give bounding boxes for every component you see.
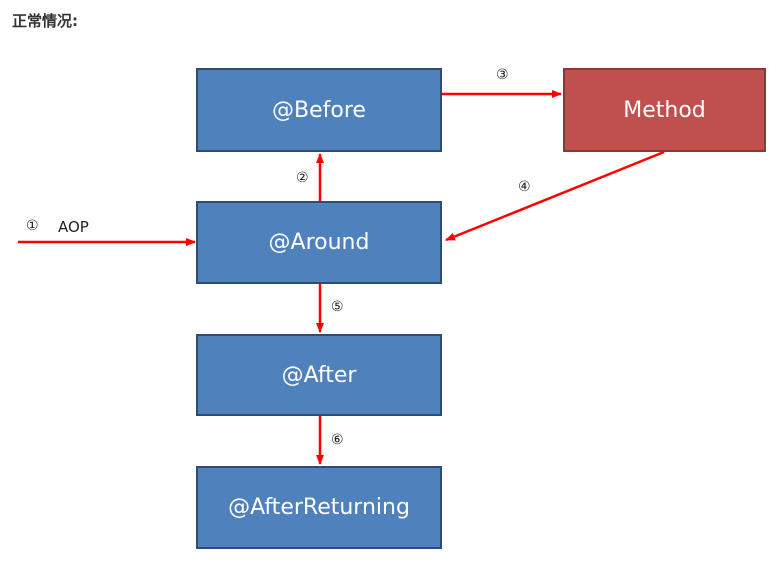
method-label: Method <box>623 97 706 123</box>
step-4-number: ④ <box>518 179 531 195</box>
step-1-label: AOP <box>58 218 89 236</box>
after-label: @After <box>281 362 357 388</box>
after-box: @After <box>196 334 442 416</box>
around-label: @Around <box>268 230 370 255</box>
arrow-method-to-around <box>445 150 665 242</box>
method-box: Method <box>563 68 766 152</box>
step-3-number: ③ <box>496 67 509 83</box>
before-label: @Before <box>272 97 366 123</box>
afterreturning-box: @AfterReturning <box>196 466 442 549</box>
step-5-number: ⑤ <box>331 299 344 315</box>
page-heading: 正常情况: <box>12 12 78 30</box>
step-2-number: ② <box>296 170 309 186</box>
step-6-number: ⑥ <box>331 432 344 448</box>
around-box: @Around <box>196 201 442 284</box>
before-box: @Before <box>196 68 442 152</box>
step-1-number: ① <box>26 218 39 234</box>
afterreturning-label: @AfterReturning <box>228 495 410 520</box>
